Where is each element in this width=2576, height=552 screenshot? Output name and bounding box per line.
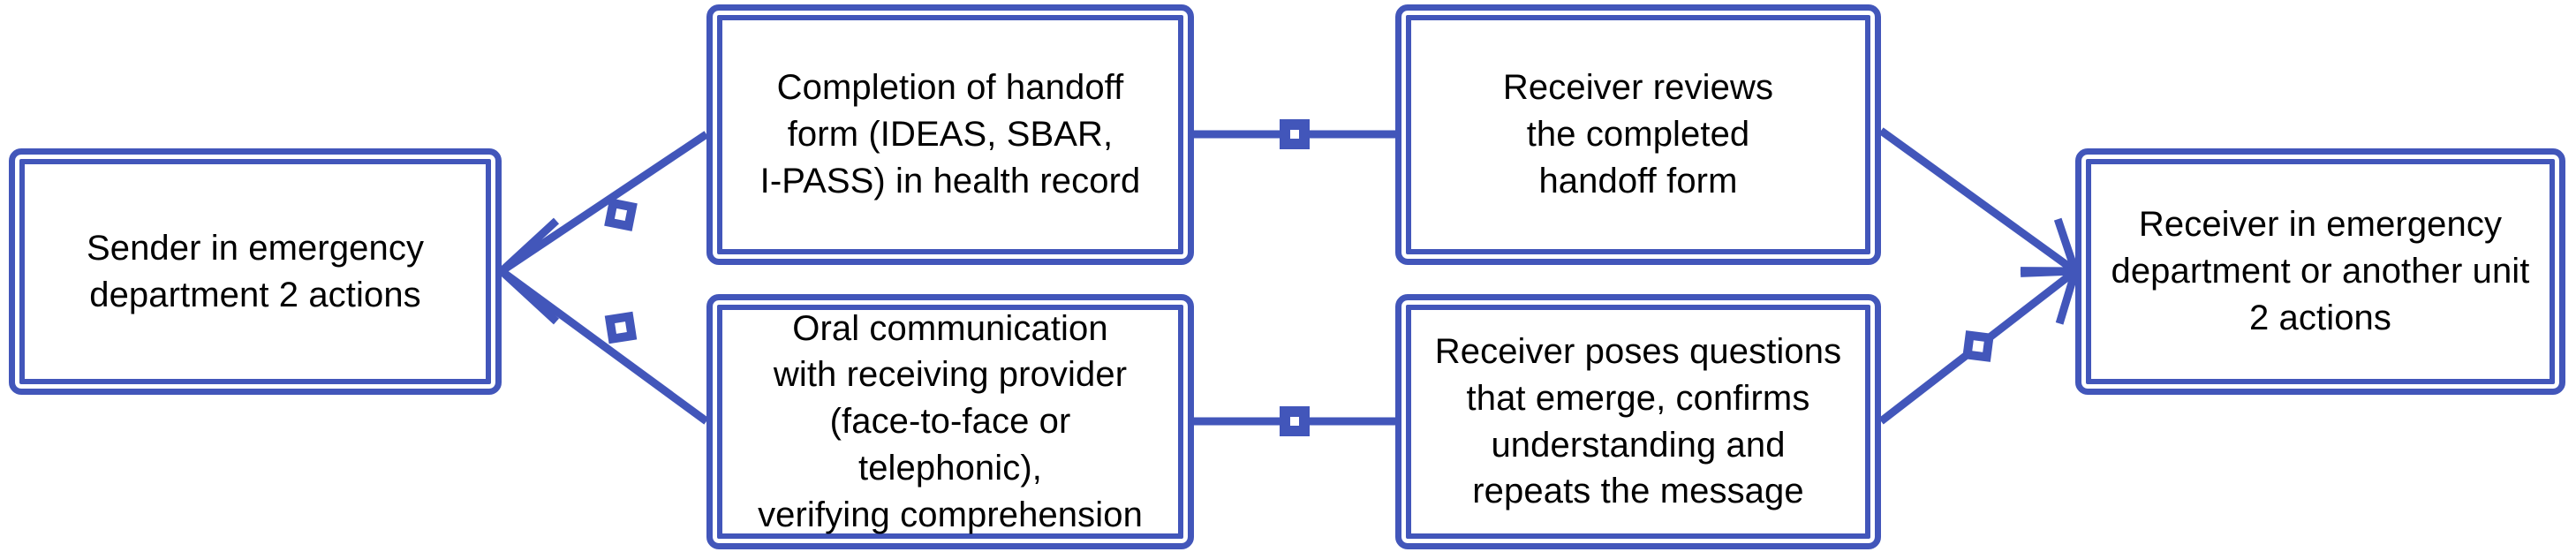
connector-line [499,131,709,275]
connector-sender-to-oral-communication[interactable] [499,268,709,425]
connector-receiver-questions-to-receiver[interactable] [1878,267,2081,425]
sender-node[interactable]: Sender in emergency department 2 actions [9,148,502,395]
node-label: Completion of handoff form (IDEAS, SBAR,… [759,68,1141,200]
connector-diamond-marker [604,311,638,344]
node-label: Receiver in emergency department or anot… [2111,205,2530,337]
receiver-node[interactable]: Receiver in emergency department or anot… [2075,148,2565,395]
connector-arrowhead-icon [2020,217,2081,276]
receiver-reviews-node[interactable]: Receiver reviews the completed handoff f… [1395,4,1881,265]
node-label: Receiver poses questions that emerge, co… [1434,331,1842,511]
connector-square-marker-center [1290,417,1299,426]
connector-arrowhead-icon [2020,267,2081,325]
connector-handoff-form-to-receiver-reviews[interactable] [1194,119,1395,149]
connector-oral-communication-to-receiver-questions[interactable] [1194,406,1395,436]
connector-square-marker-center [1290,130,1299,139]
connector-square-marker [1280,406,1310,436]
handoff-form-node[interactable]: Completion of handoff form (IDEAS, SBAR,… [706,4,1194,265]
connector-line [1878,268,2078,425]
oral-communication-node[interactable]: Oral communication with receiving provid… [706,294,1194,549]
connector-diamond-marker [604,198,638,231]
connector-sender-to-handoff-form[interactable] [499,131,709,275]
connector-receiver-reviews-to-receiver[interactable] [1878,127,2081,276]
connector-diamond-marker [1962,330,1994,362]
receiver-questions-node[interactable]: Receiver poses questions that emerge, co… [1395,294,1881,549]
node-label: Oral communication with receiving provid… [758,308,1143,534]
connector-fork-left-icon [495,217,560,325]
connector-line [499,268,709,425]
connector-line [1878,127,2078,275]
node-label: Sender in emergency department 2 actions [86,228,425,314]
connector-square-marker [1280,119,1310,149]
node-label: Receiver reviews the completed handoff f… [1502,68,1774,200]
